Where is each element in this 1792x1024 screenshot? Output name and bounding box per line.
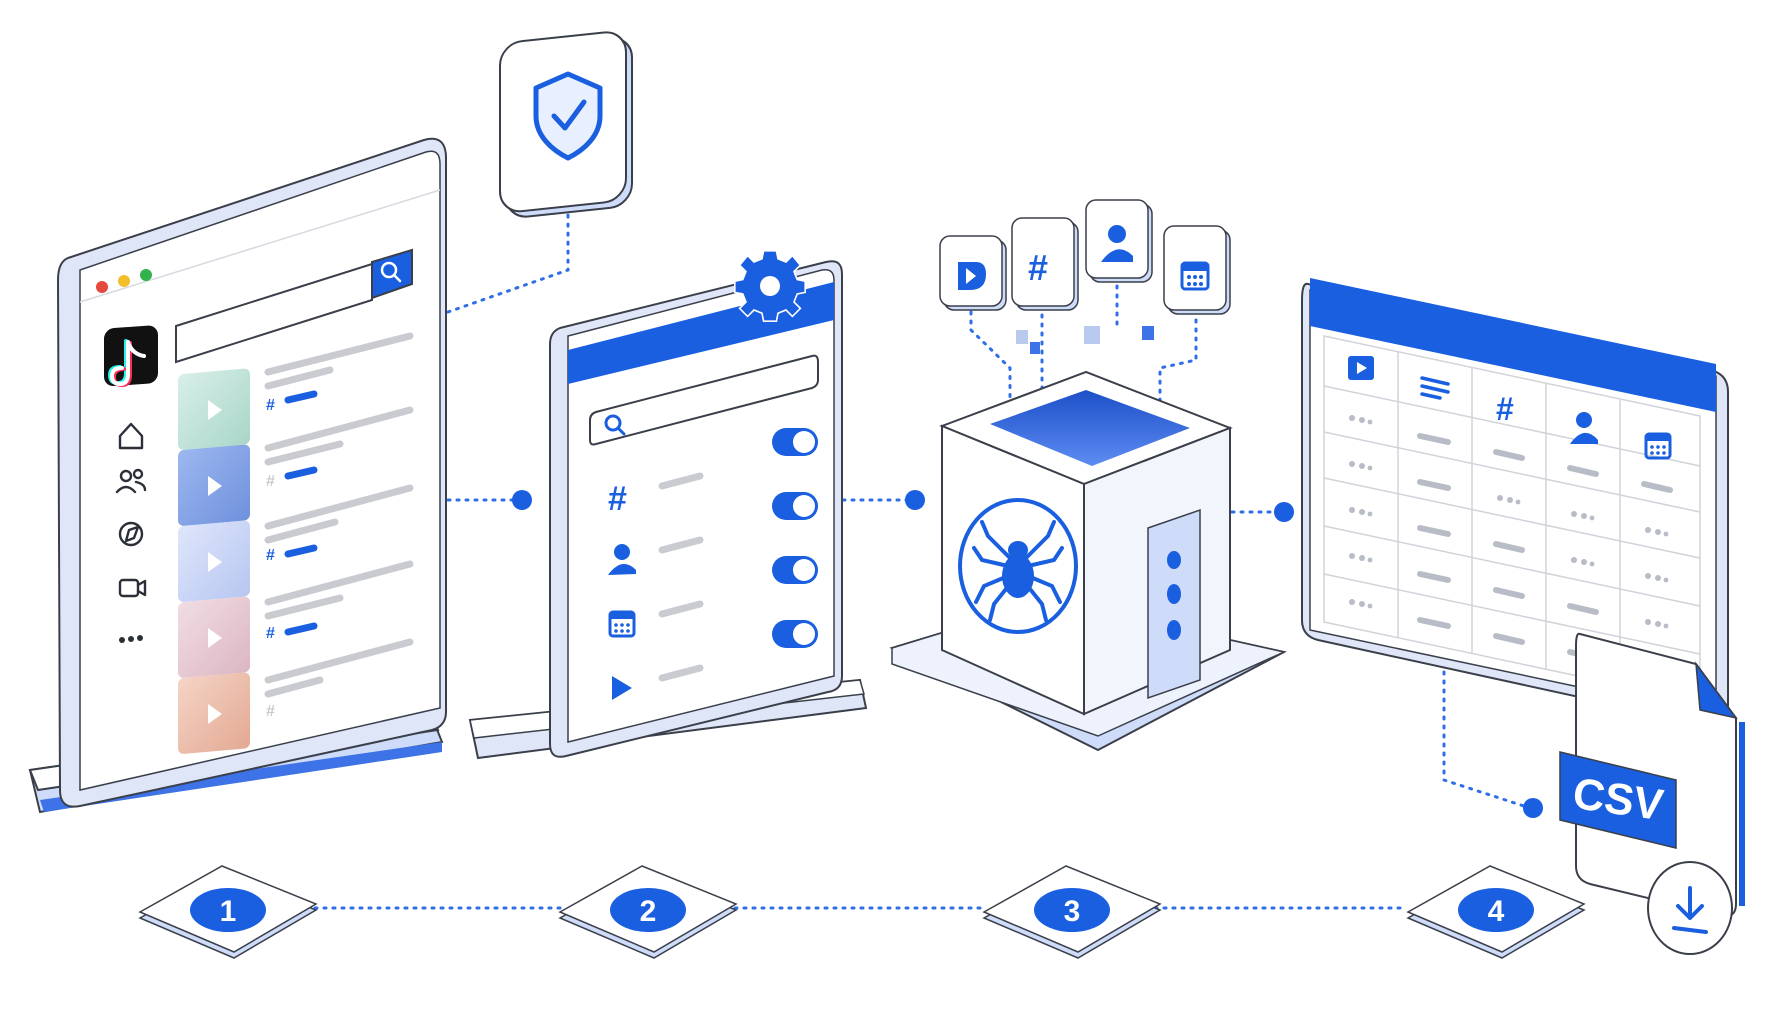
connector-dots bbox=[512, 490, 1543, 818]
svg-text:#: # bbox=[266, 703, 275, 720]
video-thumbnail[interactable] bbox=[178, 368, 250, 450]
feed-text-placeholders bbox=[264, 332, 414, 698]
play-icon bbox=[208, 476, 222, 496]
toggle-switch[interactable] bbox=[772, 620, 818, 648]
play-icon bbox=[612, 676, 632, 700]
video-feed bbox=[178, 368, 250, 754]
friends-icon[interactable] bbox=[115, 468, 147, 494]
play-icon bbox=[208, 704, 222, 724]
csv-badge bbox=[1559, 751, 1677, 849]
table-column-headers: # bbox=[1348, 356, 1672, 460]
user-icon bbox=[1101, 225, 1133, 262]
video-icon bbox=[1348, 356, 1374, 380]
spider-icon bbox=[958, 498, 1078, 634]
user-icon bbox=[1570, 412, 1598, 444]
toggle-switch[interactable] bbox=[772, 428, 818, 456]
tiktok-logo-icon bbox=[104, 325, 158, 388]
scraper-box: # bbox=[889, 199, 1287, 752]
step-number: 2 bbox=[640, 895, 657, 928]
user-icon bbox=[608, 544, 636, 575]
window-maximize-dot[interactable] bbox=[140, 269, 152, 281]
explore-icon[interactable] bbox=[118, 521, 144, 547]
csv-file[interactable]: CSV bbox=[1559, 632, 1745, 955]
gear-icon[interactable] bbox=[733, 249, 807, 323]
step-badges: 1 2 3 4 bbox=[138, 865, 1586, 959]
hashtag-icon: # bbox=[608, 480, 627, 518]
security-card bbox=[499, 31, 633, 218]
calendar-icon bbox=[1180, 261, 1210, 291]
step-number: 3 bbox=[1064, 895, 1081, 928]
data-card-hashtag: # bbox=[1011, 217, 1079, 311]
hashtag-icon: # bbox=[266, 547, 275, 564]
more-icon[interactable] bbox=[119, 635, 143, 643]
svg-text:#: # bbox=[266, 473, 275, 490]
play-icon bbox=[208, 552, 222, 572]
video-thumbnail[interactable] bbox=[178, 672, 250, 754]
video-thumbnail[interactable] bbox=[178, 520, 250, 602]
toggle-switch[interactable] bbox=[772, 492, 818, 520]
table-cells bbox=[1349, 415, 1669, 629]
live-icon[interactable] bbox=[118, 578, 147, 598]
toggle-switch[interactable] bbox=[772, 556, 818, 584]
connector-card-cal bbox=[1158, 309, 1198, 414]
step-badge-2[interactable]: 2 bbox=[558, 865, 738, 959]
step-badge-1[interactable]: 1 bbox=[138, 865, 318, 959]
home-icon[interactable] bbox=[118, 422, 144, 450]
data-card-calendar bbox=[1163, 225, 1231, 315]
table-header-bar bbox=[1310, 278, 1716, 412]
step-badge-4[interactable]: 4 bbox=[1406, 865, 1586, 959]
connector-shield bbox=[446, 198, 570, 314]
hashtag-icon: # bbox=[266, 625, 275, 642]
connectors bbox=[313, 198, 1532, 910]
connector-card-video bbox=[969, 301, 1012, 412]
hashtag-icon: # bbox=[1496, 391, 1514, 427]
filter-options: # bbox=[608, 428, 818, 700]
play-icon bbox=[208, 628, 222, 648]
data-card-user bbox=[1085, 199, 1153, 283]
play-icon bbox=[208, 400, 222, 420]
step-badge-3[interactable]: 3 bbox=[982, 865, 1162, 959]
filter-panel: # bbox=[468, 249, 868, 760]
text-lines-icon bbox=[1420, 376, 1450, 400]
browser-window: # # # # # bbox=[28, 137, 447, 814]
window-minimize-dot[interactable] bbox=[118, 275, 130, 287]
step-number: 1 bbox=[220, 895, 237, 928]
search-button[interactable] bbox=[371, 248, 413, 300]
hashtag-icon: # bbox=[1028, 247, 1048, 288]
hashtag-icon: # bbox=[266, 397, 275, 414]
video-thumbnail[interactable] bbox=[178, 444, 250, 526]
data-table-window: # bbox=[1301, 278, 1729, 728]
window-close-dot[interactable] bbox=[96, 281, 108, 293]
panel-search-input[interactable] bbox=[589, 354, 819, 446]
calendar-icon bbox=[608, 610, 636, 638]
calendar-icon bbox=[1644, 432, 1672, 460]
search-icon bbox=[604, 414, 626, 436]
shield-check-icon bbox=[533, 71, 603, 161]
connector-table-csv bbox=[1442, 670, 1532, 810]
search-bar[interactable] bbox=[175, 248, 413, 364]
video-thumbnail[interactable] bbox=[178, 596, 250, 678]
data-card-video bbox=[939, 235, 1007, 311]
download-icon[interactable] bbox=[1647, 861, 1733, 955]
search-icon bbox=[380, 261, 402, 283]
step-number: 4 bbox=[1488, 895, 1505, 928]
